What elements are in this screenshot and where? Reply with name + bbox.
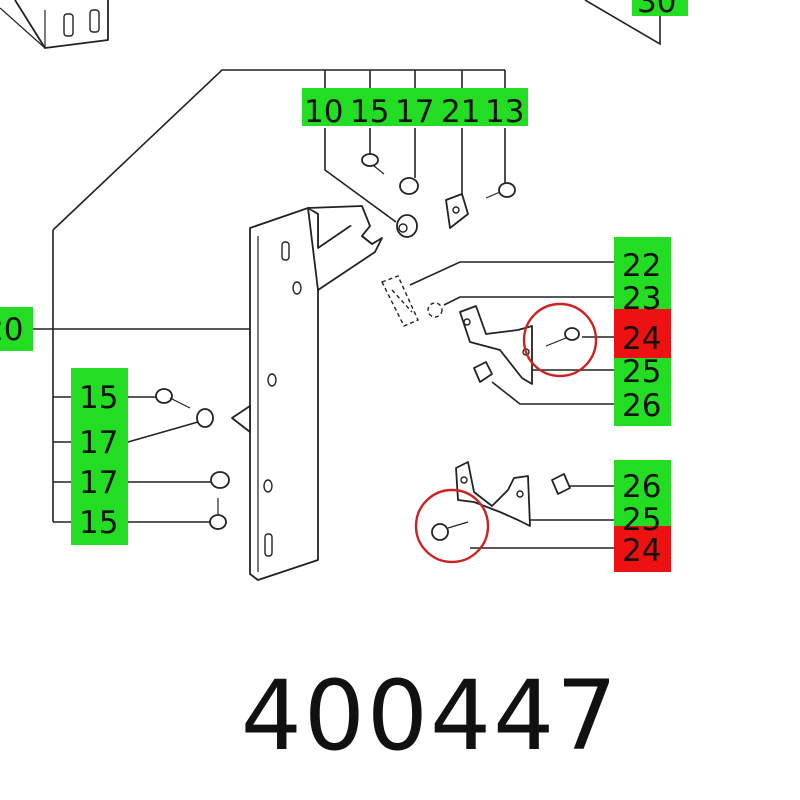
label-15-left-upper: 15 bbox=[79, 380, 118, 416]
top-nut-10 bbox=[396, 214, 418, 238]
label-17-left-lower: 17 bbox=[79, 465, 118, 501]
top-clip-21 bbox=[445, 193, 469, 229]
label-26-lower: 26 bbox=[622, 469, 661, 505]
nut-23 bbox=[427, 302, 443, 318]
label-22: 22 bbox=[622, 248, 661, 284]
label-21: 21 bbox=[441, 94, 480, 130]
label-25-lower: 25 bbox=[622, 502, 661, 538]
label-26-upper: 26 bbox=[622, 388, 661, 424]
top-screw-15 bbox=[361, 153, 385, 175]
label-15-top: 15 bbox=[350, 94, 389, 130]
label-20: 20 bbox=[0, 307, 33, 351]
leaders-right-upper bbox=[409, 261, 614, 549]
screw-15-left-upper bbox=[155, 388, 191, 409]
bracket-25-lower bbox=[455, 461, 531, 527]
housing-fragment bbox=[0, 0, 109, 49]
label-30: 30 bbox=[632, 0, 688, 20]
nut-26-lower bbox=[551, 473, 571, 495]
label-10: 10 bbox=[304, 94, 343, 130]
dashed-clip-22 bbox=[381, 275, 419, 327]
bracket-25-upper bbox=[459, 305, 533, 385]
leaders-left-group bbox=[52, 230, 212, 523]
label-24-upper: 24 bbox=[622, 321, 661, 357]
top-screw-13 bbox=[485, 182, 516, 199]
label-24-lower: 24 bbox=[622, 533, 661, 569]
label-17-left-upper: 17 bbox=[79, 425, 118, 461]
washer-17-left-upper bbox=[196, 408, 214, 428]
label-strip-right-lower: 26 25 24 bbox=[614, 460, 671, 572]
label-13: 13 bbox=[485, 94, 524, 130]
part-number: 400447 bbox=[240, 660, 620, 772]
top-washer-17 bbox=[399, 177, 419, 195]
nut-26-upper bbox=[473, 361, 493, 383]
label-25-upper: 25 bbox=[622, 354, 661, 390]
screw-24-lower bbox=[414, 488, 490, 564]
svg-text:20: 20 bbox=[0, 312, 23, 348]
label-strip-left: 15 17 17 15 bbox=[71, 368, 128, 545]
label-23: 23 bbox=[622, 281, 661, 317]
label-17-top: 17 bbox=[395, 94, 434, 130]
washer-17-left-lower bbox=[210, 471, 230, 489]
screw-24-upper bbox=[522, 302, 598, 378]
label-strip-top: 10 15 17 21 13 bbox=[302, 88, 528, 130]
svg-text:30: 30 bbox=[637, 0, 676, 20]
label-15-left-lower: 15 bbox=[79, 505, 118, 541]
main-bracket-plate bbox=[231, 205, 383, 581]
screw-15-left-lower bbox=[209, 498, 227, 530]
label-strip-right-upper: 22 23 24 25 26 bbox=[614, 237, 671, 426]
